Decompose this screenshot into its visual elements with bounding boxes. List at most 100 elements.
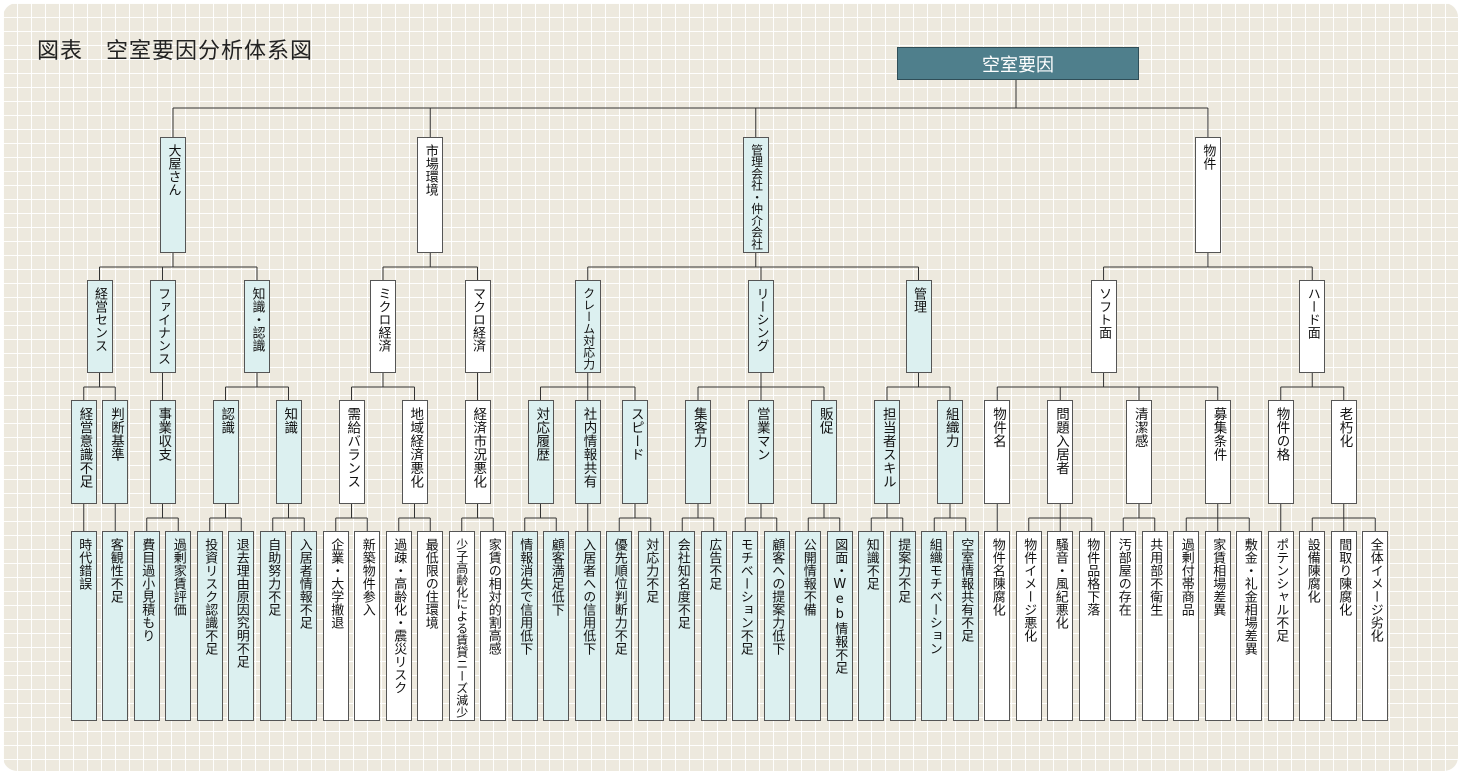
node-level-4: 設備陳腐化 [1299, 531, 1326, 721]
node-level-4: 最低限の住環境 [417, 531, 444, 721]
node-level-4: 顧客満足低下 [543, 531, 570, 721]
node-label: 組織モチベーション [926, 538, 942, 655]
node-level-4: モチベーション不足 [732, 531, 759, 721]
node-label: 顧客への提案力低下 [769, 538, 785, 655]
node-label: 費目過小見積もり [139, 538, 155, 642]
node-label: 家賃の相対的割高感 [485, 538, 501, 655]
node-label: 知識 [281, 407, 298, 434]
node-level-4: 時代錯誤 [70, 531, 97, 721]
node-level-4: 騒音・風紀悪化 [1047, 531, 1074, 721]
node-label: 企業・大学撤退 [328, 538, 344, 629]
node-label: 汚部屋の存在 [1115, 538, 1131, 616]
node-level-4: 知識不足 [858, 531, 885, 721]
node-level-3: 物件名 [984, 400, 1011, 504]
node-label: 家賃相場差異 [1210, 538, 1226, 616]
node-level-3: 老朽化 [1330, 400, 1357, 504]
node-label: 集客力 [690, 407, 707, 448]
node-label: 図面・Web情報不足 [832, 538, 848, 674]
node-level-4: 新築物件参入 [354, 531, 381, 721]
root-node: 空室要因 [897, 47, 1139, 80]
node-level-1: 管理会社・仲介会社 [742, 137, 769, 253]
node-label: 過剰付帯商品 [1178, 538, 1194, 616]
node-level-4: 物件名陳腐化 [984, 531, 1011, 721]
node-label: 共用部不衛生 [1147, 538, 1163, 616]
node-level-4: 優先順位判断力不足 [606, 531, 633, 721]
node-label: 経営センス [92, 287, 107, 352]
node-label: 経営意識不足 [76, 407, 93, 488]
node-label: リーシング [753, 287, 769, 352]
node-level-4: 対応力不足 [637, 531, 664, 721]
node-level-1: 大屋さん [160, 137, 186, 253]
node-level-3: 需給バランス [338, 400, 365, 504]
node-label: 物件の格 [1273, 407, 1290, 461]
node-level-3: 物件の格 [1267, 400, 1294, 504]
node-label: 優先順位判断力不足 [611, 538, 627, 655]
node-level-4: 客観性不足 [102, 531, 129, 721]
node-level-4: 全体イメージ劣化 [1362, 531, 1389, 721]
node-level-4: 過剰家賃評価 [165, 531, 192, 721]
node-label: 過剰家賃評価 [170, 538, 186, 616]
node-label: ポテンシャル不足 [1273, 538, 1289, 642]
node-label: 経済市況悪化 [470, 407, 487, 488]
node-level-2: マクロ経済 [464, 280, 491, 373]
node-level-4: ポテンシャル不足 [1267, 531, 1294, 721]
node-label: 老朽化 [1336, 407, 1353, 448]
connector-lines [83, 80, 1376, 531]
node-label: 会社知名度不足 [674, 538, 690, 629]
node-label: 市場環境 [422, 144, 438, 196]
node-level-2: リーシング [748, 280, 774, 373]
node-label: 需給バランス [344, 407, 361, 488]
node-label: 時代錯誤 [76, 538, 92, 590]
node-label: 問題入居者 [1053, 407, 1069, 475]
node-label: 物件 [1200, 144, 1216, 170]
node-label: 空室情報共有不足 [958, 538, 974, 642]
node-label: 営業マン [753, 407, 770, 461]
node-level-2: 管理 [905, 280, 932, 373]
node-label: 入居者への信用低下 [580, 538, 596, 655]
node-level-2: 知識・認識 [244, 280, 270, 373]
node-label: 物件品格下落 [1084, 538, 1100, 616]
node-level-2: ミクロ経済 [370, 280, 396, 373]
node-level-4: 家賃相場差異 [1204, 531, 1231, 721]
node-level-3: 募集条件 [1204, 400, 1231, 504]
node-level-4: 図面・Web情報不足 [826, 531, 853, 721]
node-label: 情報消失で信用低下 [517, 538, 533, 655]
node-level-4: 提案力不足 [889, 531, 916, 721]
node-level-1: 市場環境 [417, 137, 444, 253]
node-label: 物件名 [990, 407, 1006, 448]
node-level-3: 集客力 [685, 400, 711, 504]
node-label: 物件イメージ悪化 [1021, 538, 1037, 642]
node-level-4: 会社知名度不足 [669, 531, 696, 721]
node-label: 入居者情報不足 [296, 538, 312, 629]
node-level-2: ソフト面 [1090, 280, 1117, 373]
node-label: ミクロ経済 [375, 287, 391, 352]
node-level-2: ハード面 [1299, 280, 1326, 373]
node-label: クレーム対応力 [581, 287, 596, 370]
node-level-2: クレーム対応力 [574, 280, 601, 373]
diagram-canvas: 図表 空室要因分析体系図 空室要因 大屋さん経営センス経営意識不足時代錯誤判断基… [3, 3, 1458, 771]
node-level-4: 自助努力不足 [259, 531, 286, 721]
node-label: ソフト面 [1096, 287, 1112, 339]
node-level-4: 投資リスク認識不足 [196, 531, 223, 721]
node-label: 顧客満足低下 [548, 538, 564, 616]
node-label: 少子高齢化による賃貸ニーズ減少 [454, 538, 469, 718]
node-level-3: 社内情報共有 [574, 400, 601, 504]
node-level-3: 認識 [212, 400, 239, 504]
node-level-4: 過剰付帯商品 [1173, 531, 1200, 721]
node-level-3: 組織力 [937, 400, 963, 504]
node-label: 新築物件参入 [359, 538, 375, 616]
node-level-4: 組織モチベーション [921, 531, 948, 721]
node-level-3: 経営意識不足 [70, 400, 97, 504]
node-label: 対応履歴 [533, 407, 550, 461]
node-label: 大屋さん [165, 144, 181, 196]
node-level-3: 判断基準 [102, 400, 129, 504]
node-level-4: 空室情報共有不足 [952, 531, 979, 721]
node-label: 提案力不足 [895, 538, 911, 603]
node-label: 退去理由原因究明不足 [233, 538, 249, 668]
node-label: 販促 [816, 407, 833, 434]
node-label: マクロ経済 [470, 287, 485, 352]
node-level-3: 事業収支 [149, 400, 176, 504]
node-level-2: 経営センス [86, 280, 113, 373]
node-level-3: 経済市況悪化 [464, 400, 491, 504]
node-label: モチベーション不足 [737, 538, 753, 655]
